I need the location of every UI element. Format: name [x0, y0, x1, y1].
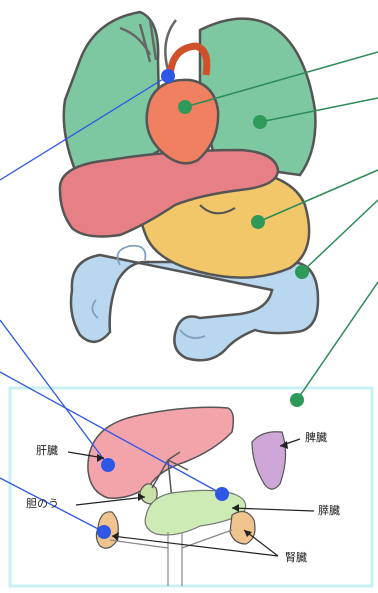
- marker-intestine: [295, 265, 309, 279]
- marker-pancreas: [215, 487, 229, 501]
- label-kidney: 腎臓: [285, 552, 307, 563]
- marker-kidney: [97, 525, 111, 539]
- marker-liver: [101, 458, 115, 472]
- marker-inset: [290, 393, 304, 407]
- marker-aorta: [161, 69, 175, 83]
- marker-heart: [178, 100, 192, 114]
- inset-kidney-right: [230, 511, 255, 544]
- marker-stomach: [251, 215, 265, 229]
- label-pancreas: 膵臓: [318, 505, 340, 516]
- left-lung: [64, 12, 160, 171]
- label-spleen: 脾臓: [305, 432, 327, 443]
- label-liver: 肝臓: [36, 445, 58, 456]
- label-gallbladder: 胆のう: [26, 498, 59, 509]
- marker-lung: [253, 115, 267, 129]
- leader-intestine: [302, 200, 378, 272]
